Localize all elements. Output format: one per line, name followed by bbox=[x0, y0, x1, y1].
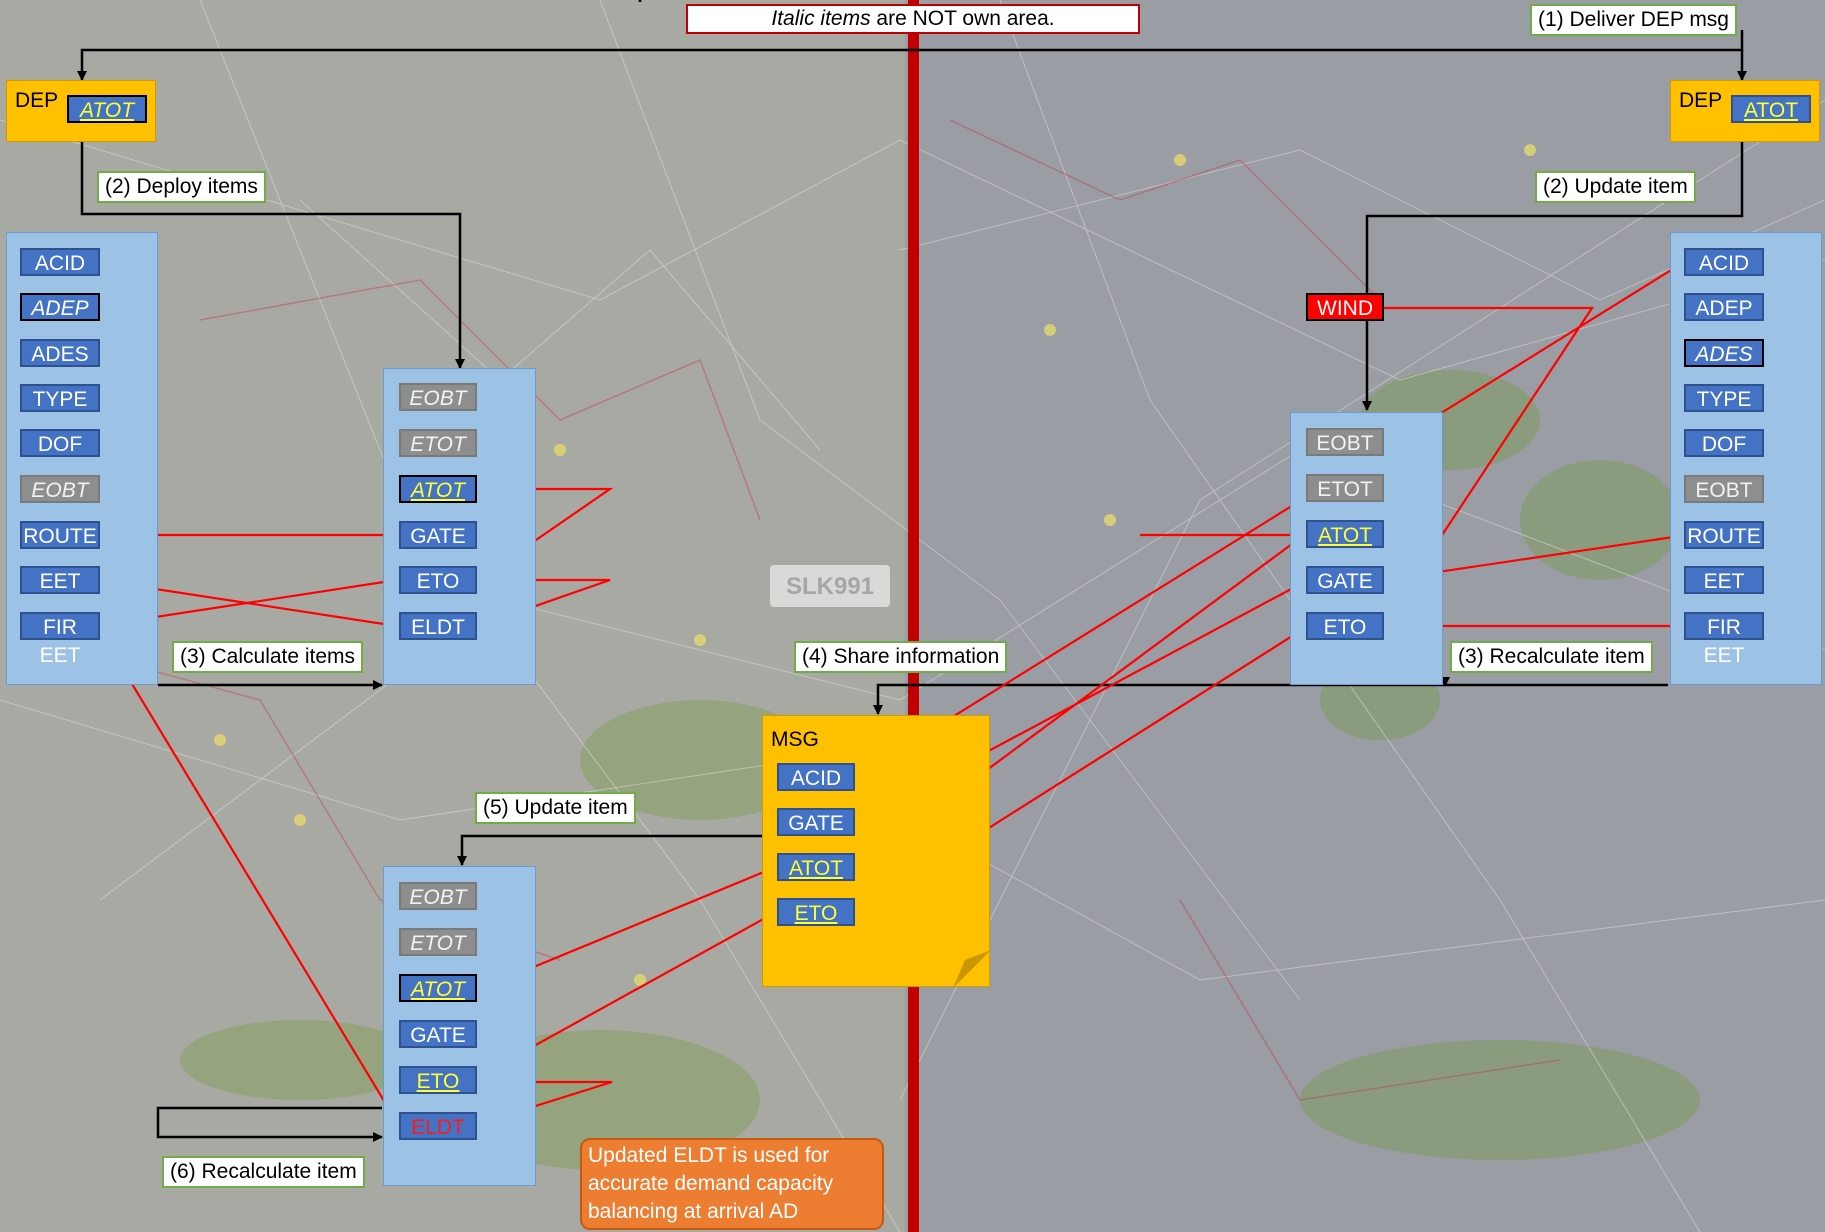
msg-message: MSG ACID GATE ATOT ETO bbox=[762, 715, 991, 988]
right-fp-acid: ACID bbox=[1684, 248, 1764, 276]
left-fp-type: TYPE bbox=[20, 384, 100, 412]
right-fp-dof: DOF bbox=[1684, 429, 1764, 457]
step-2-right-label: (2) Update item bbox=[1535, 171, 1696, 203]
right-fp-fir-eet: FIR EET bbox=[1684, 612, 1764, 667]
callsign-label: SLK991 bbox=[786, 573, 874, 600]
left-fp-route: ROUTE bbox=[20, 521, 100, 549]
right-fp-eobt: EOBT bbox=[1684, 475, 1764, 503]
dep-right-atot: ATOT bbox=[1731, 95, 1811, 123]
step-5-label: (5) Update item bbox=[475, 792, 636, 824]
legend-note: Italic items are NOT own area. bbox=[686, 4, 1140, 34]
left-calc-gate: GATE bbox=[399, 521, 477, 549]
step-1-label: (1) Deliver DEP msg bbox=[1530, 4, 1737, 36]
step-3-right-label: (3) Recalculate item bbox=[1450, 641, 1653, 673]
right-fp-type: TYPE bbox=[1684, 384, 1764, 412]
step-6-label: (6) Recalculate item bbox=[162, 1156, 365, 1188]
bottom-calc-eobt: EOBT bbox=[399, 882, 477, 910]
left-fp-ades: ADES bbox=[20, 339, 100, 367]
msg-atot: ATOT bbox=[777, 853, 855, 881]
right-calc-eobt: EOBT bbox=[1306, 428, 1384, 456]
msg-acid: ACID bbox=[777, 763, 855, 791]
msg-eto: ETO bbox=[777, 898, 855, 926]
folded-corner bbox=[953, 950, 991, 988]
msg-gate: GATE bbox=[777, 808, 855, 836]
bottom-calc-eldt: ELDT bbox=[399, 1112, 477, 1140]
left-fp-adep: ADEP bbox=[20, 293, 100, 321]
left-fp-acid: ACID bbox=[20, 248, 100, 276]
left-fp-fir-eet: FIR EET bbox=[20, 612, 100, 667]
right-calculated-panel: EOBT ETOT ATOT GATE ETO bbox=[1290, 412, 1443, 685]
right-calc-eto: ETO bbox=[1306, 612, 1384, 640]
right-fp-ades: ADES bbox=[1684, 339, 1764, 367]
dep-right-label: DEP bbox=[1679, 89, 1723, 112]
bottom-calc-etot: ETOT bbox=[399, 928, 477, 956]
step-3-left-label: (3) Calculate items bbox=[172, 641, 364, 673]
bottom-calc-gate: GATE bbox=[399, 1020, 477, 1048]
bottom-calc-eto: ETO bbox=[399, 1066, 477, 1094]
left-fp-eet: EET bbox=[20, 566, 100, 594]
step-2-left-label: (2) Deploy items bbox=[97, 171, 266, 203]
left-fp-eobt: EOBT bbox=[20, 475, 100, 503]
left-calculated-panel: EOBT ETOT ATOT GATE ETO ELDT bbox=[383, 368, 536, 685]
eldt-callout: Updated ELDT is used for accurate demand… bbox=[580, 1138, 884, 1230]
left-flight-plan-panel: ACID ADEP ADES TYPE DOF EOBT ROUTE EET F… bbox=[6, 232, 158, 685]
right-fp-route: ROUTE bbox=[1684, 521, 1764, 549]
left-calc-eldt: ELDT bbox=[399, 612, 477, 640]
legend-italic-text: Italic items bbox=[771, 7, 871, 30]
left-calc-etot: ETOT bbox=[399, 429, 477, 457]
dep-message-right: DEP ATOT bbox=[1670, 80, 1820, 142]
dep-message-left: DEP ATOT bbox=[6, 80, 156, 142]
left-fp-dof: DOF bbox=[20, 429, 100, 457]
left-calc-eobt: EOBT bbox=[399, 383, 477, 411]
dep-left-label: DEP bbox=[15, 89, 59, 112]
msg-label: MSG bbox=[771, 728, 819, 751]
right-fp-eet: EET bbox=[1684, 566, 1764, 594]
left-calc-eto: ETO bbox=[399, 566, 477, 594]
left-calc-atot: ATOT bbox=[399, 475, 477, 503]
dep-left-atot: ATOT bbox=[67, 95, 147, 123]
right-calc-etot: ETOT bbox=[1306, 474, 1384, 502]
bottom-calc-atot: ATOT bbox=[399, 974, 477, 1002]
right-fp-adep: ADEP bbox=[1684, 293, 1764, 321]
bottom-calculated-panel: EOBT ETOT ATOT GATE ETO ELDT bbox=[383, 866, 536, 1186]
step-4-label: (4) Share information bbox=[794, 641, 1008, 673]
right-flight-plan-panel: ACID ADEP ADES TYPE DOF EOBT ROUTE EET F… bbox=[1670, 232, 1822, 685]
legend-rest-text: are NOT own area. bbox=[870, 7, 1055, 30]
right-calc-atot: ATOT bbox=[1306, 520, 1384, 548]
right-calc-gate: GATE bbox=[1306, 566, 1384, 594]
wind-input: WIND bbox=[1306, 293, 1384, 321]
